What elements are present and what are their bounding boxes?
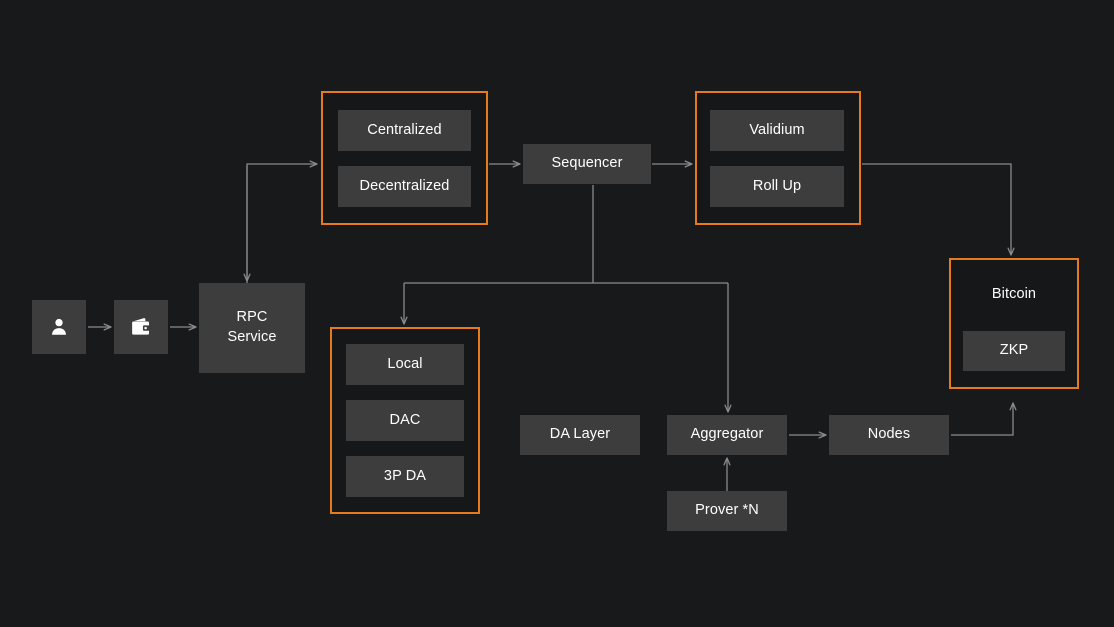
node-prover[interactable]: Prover *N	[667, 491, 787, 531]
node-zkp[interactable]: ZKP	[963, 331, 1065, 371]
user-node[interactable]	[32, 300, 86, 354]
node-aggregator[interactable]: Aggregator	[667, 415, 787, 455]
connector-settlement-to-bitcoin	[862, 163, 1011, 255]
node-da-layer[interactable]: DA Layer	[520, 415, 640, 455]
wallet-icon	[129, 315, 153, 339]
node-rollup[interactable]: Roll Up	[710, 166, 844, 207]
node-centralized[interactable]: Centralized	[338, 110, 471, 151]
node-3p-da[interactable]: 3P DA	[346, 456, 464, 497]
node-nodes[interactable]: Nodes	[829, 415, 949, 455]
connector-nodes-to-bitcoin	[951, 403, 1013, 436]
node-sequencer[interactable]: Sequencer	[523, 144, 651, 184]
user-icon	[48, 316, 70, 338]
node-local[interactable]: Local	[346, 344, 464, 385]
node-dac[interactable]: DAC	[346, 400, 464, 441]
node-validium[interactable]: Validium	[710, 110, 844, 151]
bitcoin-group-label: Bitcoin	[991, 286, 1037, 302]
node-decentralized[interactable]: Decentralized	[338, 166, 471, 207]
node-rpc-service[interactable]: RPC Service	[199, 283, 305, 373]
connector-rpc-to-sequencer-type-a	[246, 164, 317, 283]
wallet-node[interactable]	[114, 300, 168, 354]
